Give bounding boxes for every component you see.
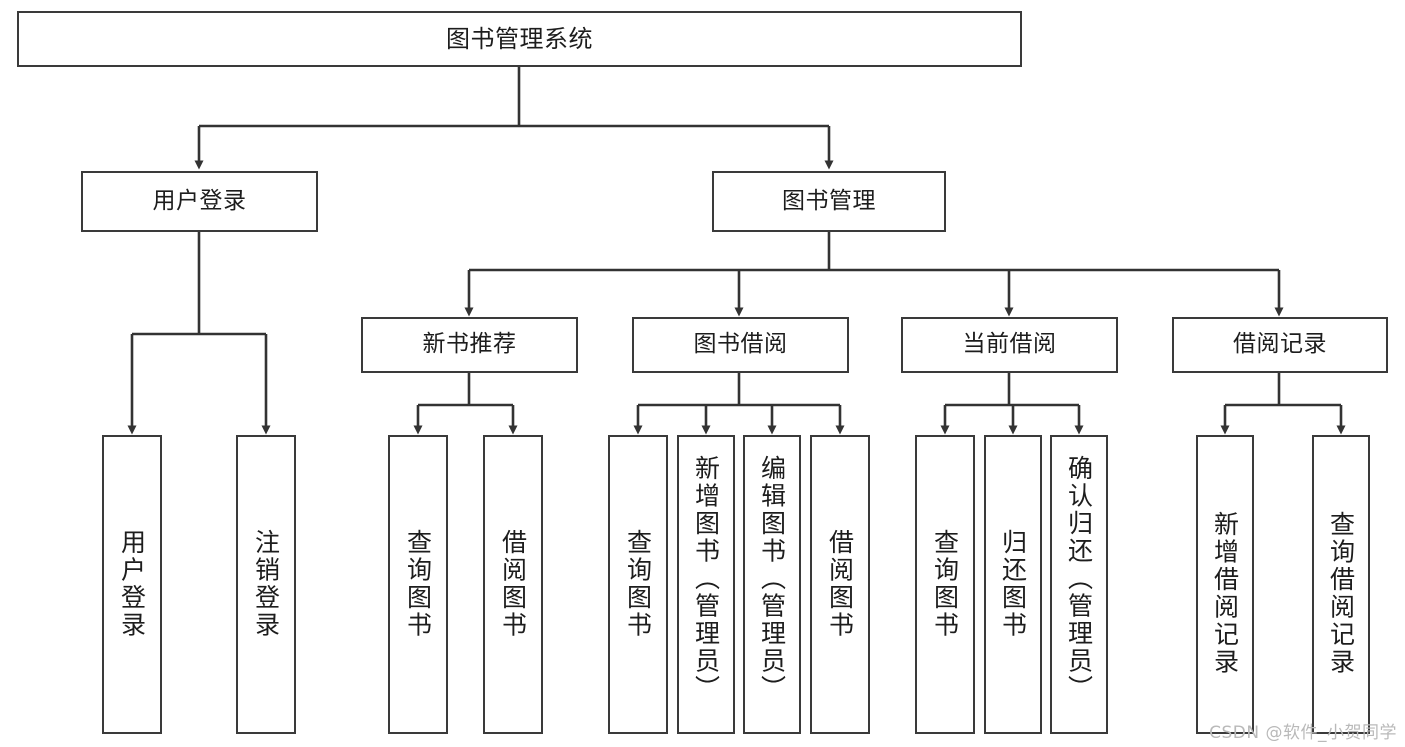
node-label: 查询图书 bbox=[623, 529, 653, 639]
leaf-current-borrow-return-book[interactable]: 归还图书 bbox=[984, 435, 1042, 734]
node-user-login[interactable]: 用户登录 bbox=[81, 171, 318, 232]
node-label: 借阅记录 bbox=[1233, 331, 1327, 358]
node-label: 新增图书（管理员） bbox=[691, 455, 721, 703]
node-label: 编辑图书（管理员） bbox=[757, 455, 787, 703]
node-label: 图书管理 bbox=[782, 187, 876, 214]
node-label: 查询图书 bbox=[403, 529, 433, 639]
node-label: 查询图书 bbox=[930, 529, 960, 639]
node-borrow-record[interactable]: 借阅记录 bbox=[1172, 317, 1388, 373]
node-label: 图书管理系统 bbox=[446, 24, 593, 53]
leaf-user-login-logout[interactable]: 注销登录 bbox=[236, 435, 296, 734]
node-label: 注销登录 bbox=[251, 529, 281, 639]
node-label: 当前借阅 bbox=[962, 331, 1057, 358]
node-root-book-management-system[interactable]: 图书管理系统 bbox=[17, 11, 1022, 67]
watermark-csdn: CSDN @软件_小贺同学 bbox=[1209, 723, 1397, 743]
leaf-book-borrow-add-book-admin[interactable]: 新增图书（管理员） bbox=[677, 435, 735, 734]
leaf-book-borrow-edit-book-admin[interactable]: 编辑图书（管理员） bbox=[743, 435, 801, 734]
node-new-book-recommend[interactable]: 新书推荐 bbox=[361, 317, 578, 373]
node-current-borrow[interactable]: 当前借阅 bbox=[901, 317, 1118, 373]
node-label: 用户登录 bbox=[117, 529, 147, 639]
leaf-book-borrow-borrow-book[interactable]: 借阅图书 bbox=[810, 435, 870, 734]
leaf-book-borrow-query-book[interactable]: 查询图书 bbox=[608, 435, 668, 734]
node-label: 新书推荐 bbox=[422, 331, 517, 358]
node-label: 查询借阅记录 bbox=[1326, 511, 1356, 676]
node-label: 图书借阅 bbox=[693, 331, 788, 358]
node-label: 借阅图书 bbox=[498, 529, 528, 639]
leaf-new-book-borrow-book[interactable]: 借阅图书 bbox=[483, 435, 543, 734]
node-label: 借阅图书 bbox=[825, 529, 855, 639]
leaf-current-borrow-confirm-return-admin[interactable]: 确认归还（管理员） bbox=[1050, 435, 1108, 734]
leaf-current-borrow-query-book[interactable]: 查询图书 bbox=[915, 435, 975, 734]
leaf-borrow-record-query-record[interactable]: 查询借阅记录 bbox=[1312, 435, 1370, 734]
leaf-user-login-login[interactable]: 用户登录 bbox=[102, 435, 162, 734]
node-book-borrow[interactable]: 图书借阅 bbox=[632, 317, 849, 373]
node-label: 确认归还（管理员） bbox=[1064, 455, 1094, 703]
node-label: 用户登录 bbox=[152, 187, 247, 214]
leaf-new-book-query-book[interactable]: 查询图书 bbox=[388, 435, 448, 734]
node-book-management[interactable]: 图书管理 bbox=[712, 171, 946, 232]
leaf-borrow-record-add-record[interactable]: 新增借阅记录 bbox=[1196, 435, 1254, 734]
node-label: 归还图书 bbox=[998, 529, 1028, 639]
node-label: 新增借阅记录 bbox=[1210, 511, 1240, 676]
